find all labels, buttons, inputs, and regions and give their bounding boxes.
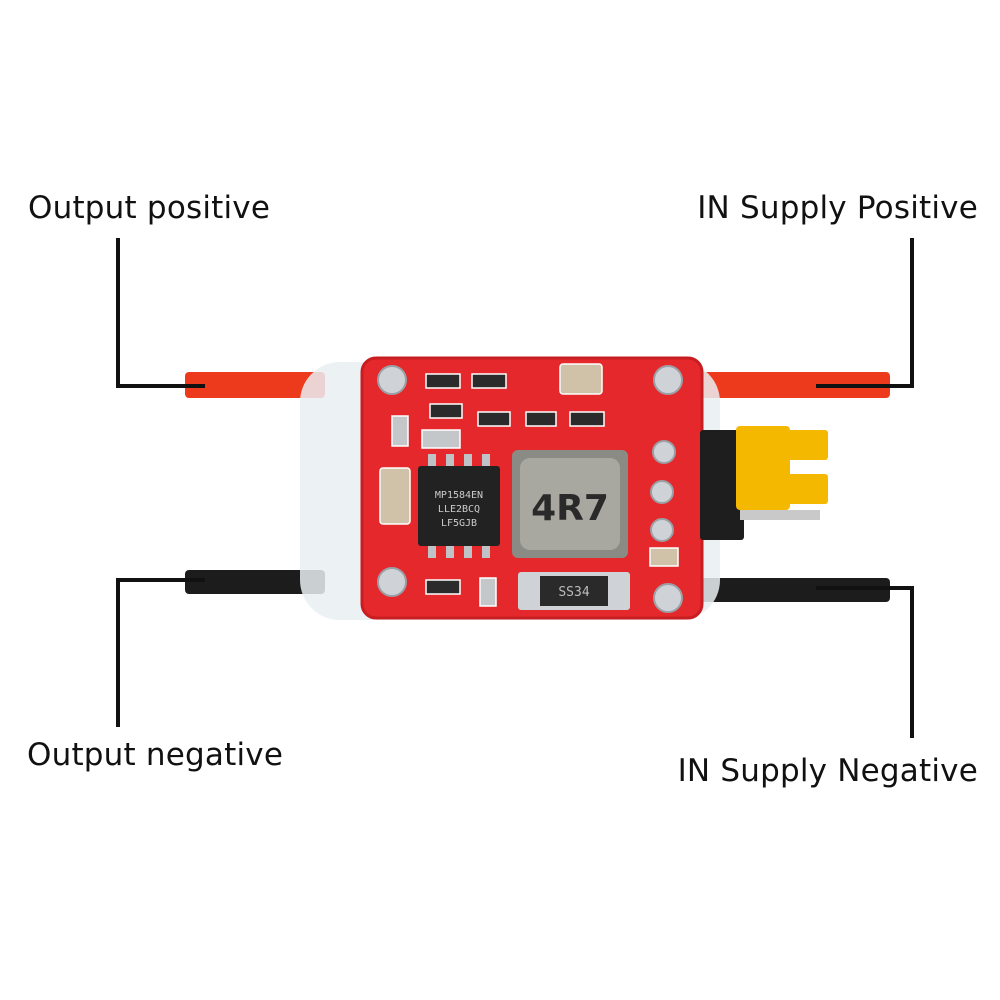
black-wire-right [700,578,890,602]
black-wire-left [185,570,325,594]
leader-in-supply-negative [816,586,914,738]
label-output-positive: Output positive [28,190,271,226]
ic-marking-3: LF5GJB [441,518,477,529]
label-in-supply-positive: IN Supply Positive [697,190,978,226]
label-output-negative: Output negative [27,737,284,773]
ic-marking-1: MP1584EN [435,490,483,501]
label-in-supply-negative: IN Supply Negative [677,753,978,789]
diode-marking: SS34 [558,585,589,600]
ic-chip [418,454,500,558]
inductor [512,450,628,558]
smd-components [379,363,679,607]
leader-in-supply-positive [816,238,914,388]
inductor-marking: 4R7 [531,488,609,529]
ic-marking-2: LLE2BCQ [438,504,480,515]
leader-output-positive [116,238,205,388]
diode [518,572,630,610]
solder-pads [377,365,683,613]
leader-lines [116,238,914,738]
leader-output-negative [116,578,205,727]
jumper-header [700,426,828,540]
red-wire-left [185,372,325,398]
red-wire-right [700,372,890,398]
